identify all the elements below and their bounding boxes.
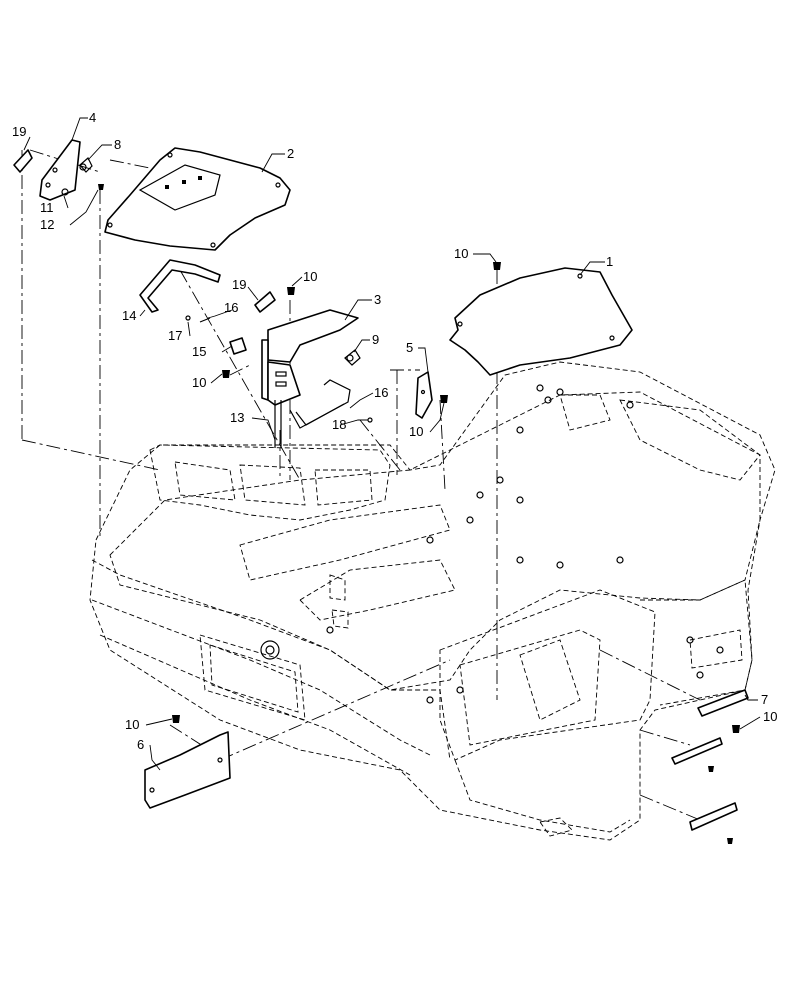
callout-10-top-right: 10 — [454, 246, 468, 261]
callout-10-upper-middle: 10 — [303, 269, 317, 284]
callout-6: 6 — [137, 737, 144, 752]
callout-19-left: 19 — [12, 124, 26, 139]
part-3-bracket — [261, 309, 359, 406]
callout-13: 13 — [230, 410, 244, 425]
callout-12: 12 — [40, 217, 54, 232]
callout-10-left: 10 — [192, 375, 206, 390]
part-2-top-cover — [104, 147, 291, 251]
callout-11: 11 — [40, 200, 54, 215]
callout-2: 2 — [287, 146, 294, 161]
part-1-cover-plate — [449, 267, 633, 376]
chassis-frame — [89, 361, 776, 841]
part-9-latch — [344, 349, 361, 366]
callout-10-strip: 10 — [763, 709, 777, 724]
frame-holes — [260, 384, 724, 704]
part-6-access-cover — [144, 731, 231, 809]
assembly-centerlines — [21, 149, 701, 821]
callout-18: 18 — [332, 417, 346, 432]
part-4-hinge-plate — [39, 139, 81, 201]
callout-5: 5 — [406, 340, 413, 355]
hardware — [13, 149, 740, 844]
callout-7: 7 — [761, 692, 768, 707]
callout-8: 8 — [114, 137, 121, 152]
part-5-side-plate — [415, 371, 433, 419]
leader-lines — [23, 117, 761, 771]
callout-10-side-plate: 10 — [409, 424, 423, 439]
callout-1: 1 — [606, 254, 613, 269]
callout-3: 3 — [374, 292, 381, 307]
part-14-grab-handle — [139, 259, 221, 313]
callout-15: 15 — [192, 344, 206, 359]
callout-19-middle: 19 — [232, 277, 246, 292]
callout-10-access-cover: 10 — [125, 717, 139, 732]
part-8-latch — [79, 157, 93, 173]
callout-17: 17 — [168, 328, 182, 343]
callout-labels: 1 2 3 4 5 6 7 8 9 10 10 10 10 10 10 11 1… — [12, 110, 777, 752]
callout-9: 9 — [372, 332, 379, 347]
callout-4: 4 — [89, 110, 96, 125]
callout-14: 14 — [122, 308, 136, 323]
callout-16-upper: 16 — [224, 300, 238, 315]
callout-16-lower: 16 — [374, 385, 388, 400]
part-7-strip — [671, 689, 749, 831]
